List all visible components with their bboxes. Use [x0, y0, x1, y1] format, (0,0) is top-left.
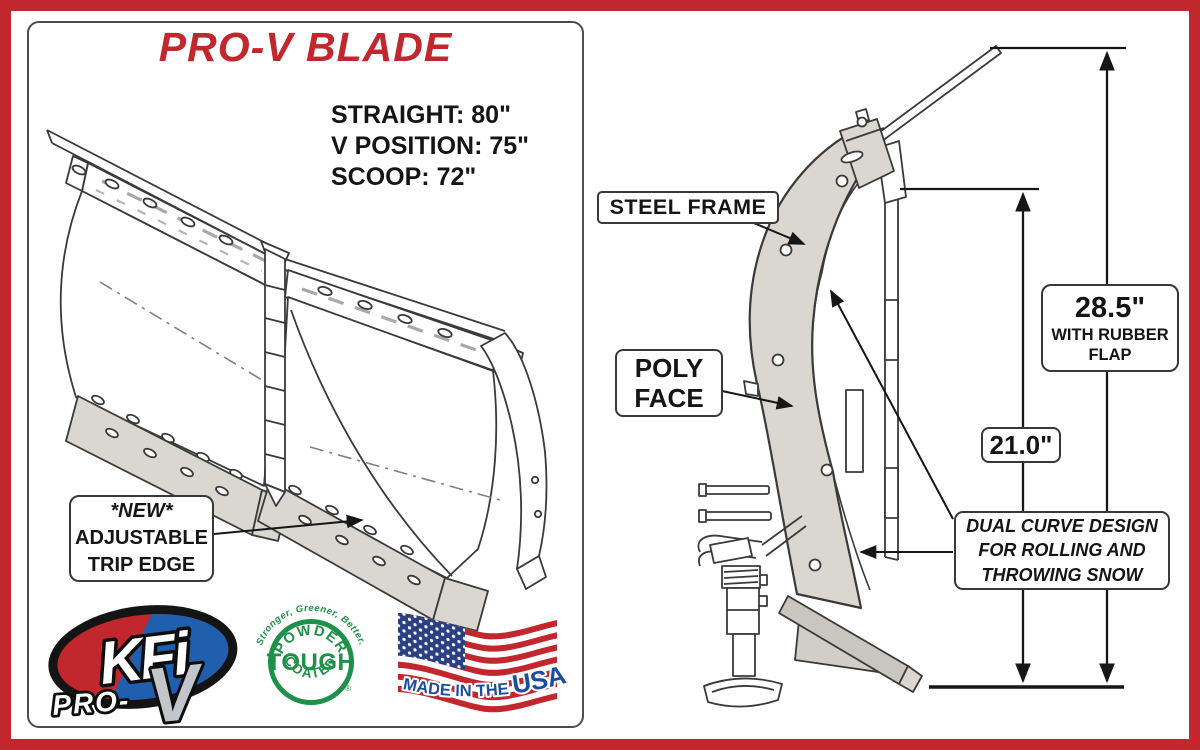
- edge-bracket: [743, 380, 759, 397]
- steel-frame-label: STEEL FRAME: [597, 191, 779, 224]
- right-face-fold-line: [309, 446, 501, 501]
- dual-curve-line2: FOR ROLLING AND: [978, 540, 1146, 561]
- spec-straight: STRAIGHT: 80": [331, 101, 511, 129]
- height-with-flap-caption1: WITH RUBBER: [1051, 325, 1169, 344]
- flag-stars: [398, 613, 465, 670]
- trip-edge-callout-line3: TRIP EDGE: [87, 554, 196, 576]
- left-bar-hatch: [95, 189, 263, 272]
- bracket-line: [845, 127, 885, 142]
- poly-face-label-line2: FACE: [634, 383, 704, 413]
- blade-width-specs: STRAIGHT: 80" V POSITION: 75" SCOOP: 72": [331, 100, 529, 193]
- height-with-flap-dimension: 28.5" WITH RUBBER FLAP: [1041, 284, 1179, 372]
- right-bar-bolt-holes: [317, 286, 453, 338]
- rear-frame-tab: [884, 299, 899, 361]
- left-face-bolt-row: [91, 394, 243, 480]
- bracket-bolt: [856, 116, 868, 128]
- cutting-edge-tip: [898, 665, 923, 693]
- trip-edge-callout: *NEW* ADJUSTABLE TRIP EDGE: [69, 495, 214, 582]
- kfi-series-label: PRO-: [51, 685, 131, 721]
- clevis-hook: [697, 534, 763, 553]
- blade-side-profile: [697, 45, 1126, 708]
- rod-nut: [698, 483, 707, 497]
- mount-rod: [704, 485, 770, 495]
- v-blade-front-view: [46, 129, 548, 632]
- jack-stand: [703, 565, 783, 708]
- kfi-wordmark: KFi: [95, 619, 194, 697]
- powder-registered-mark: ®: [345, 684, 351, 693]
- right-trip-edge-end: [432, 577, 489, 632]
- bracket-slot: [840, 150, 864, 164]
- dual-curve-line3: THROWING SNOW: [981, 564, 1143, 585]
- clamp-plate: [709, 537, 753, 564]
- height-with-flap-caption2: FLAP: [1088, 345, 1132, 364]
- steel-frame-leader: [748, 220, 806, 245]
- height-with-flap-value: 28.5": [1074, 291, 1146, 324]
- center-hinge: [260, 240, 290, 507]
- trip-edge-callout-line2: ADJUSTABLE: [75, 527, 208, 549]
- mount-rod: [704, 511, 772, 521]
- left-wing-face: [59, 190, 280, 487]
- blade-height-dimension: 21.0": [981, 427, 1061, 463]
- steel-frame-label-text: STEEL FRAME: [609, 195, 767, 219]
- rod-nut: [698, 509, 707, 523]
- flag-stripes: [398, 613, 557, 713]
- made-in-usa-flag: MADE IN THE USA: [398, 613, 571, 713]
- left-face-fold-line: [99, 281, 263, 381]
- trip-edge-callout-line1: *NEW*: [110, 500, 173, 522]
- dual-curve-leader-upper: [830, 289, 954, 520]
- right-bar-hatch: [301, 287, 483, 354]
- trip-edge-leader-arrow: [213, 514, 364, 535]
- spec-scoop: SCOOP: 72": [331, 163, 477, 191]
- blade-height-value: 21.0": [989, 429, 1053, 460]
- frame-rib: [845, 389, 864, 473]
- left-trip-edge-holes: [105, 427, 229, 497]
- powder-center-word: TOUGH: [267, 649, 356, 676]
- strut: [761, 515, 807, 557]
- leader-arrows: [721, 220, 954, 559]
- jack-foot: [703, 677, 783, 708]
- poly-face-sheet-line: [811, 161, 879, 591]
- right-face-curve: [290, 309, 453, 577]
- end-plate-hole: [530, 475, 540, 485]
- end-plate-foot: [516, 555, 547, 590]
- right-face-bolt-row: [288, 484, 414, 556]
- left-bar-bolt-holes: [71, 164, 234, 246]
- dual-curve-note: DUAL CURVE DESIGN FOR ROLLING AND THROWI…: [954, 511, 1170, 590]
- kfi-pro-v-logo: KFi V PRO-: [48, 605, 238, 743]
- page-title: PRO-V BLADE: [158, 24, 453, 70]
- spec-v-position: V POSITION: 75": [331, 132, 530, 160]
- poly-face-label-line1: POLY: [634, 353, 704, 383]
- dual-curve-line1: DUAL CURVE DESIGN: [966, 515, 1158, 536]
- poly-face-label: POLY FACE: [615, 349, 723, 417]
- powder-coated-badge: Stronger, Greener, Better. POWDER TOUGH …: [254, 603, 367, 705]
- powder-ring: [268, 619, 354, 705]
- end-plate-hole: [533, 509, 543, 519]
- band-holes: [771, 174, 849, 572]
- poly-face-leader: [721, 390, 794, 410]
- right-trip-edge-holes: [298, 514, 421, 586]
- rear-frame-tab: [884, 467, 899, 519]
